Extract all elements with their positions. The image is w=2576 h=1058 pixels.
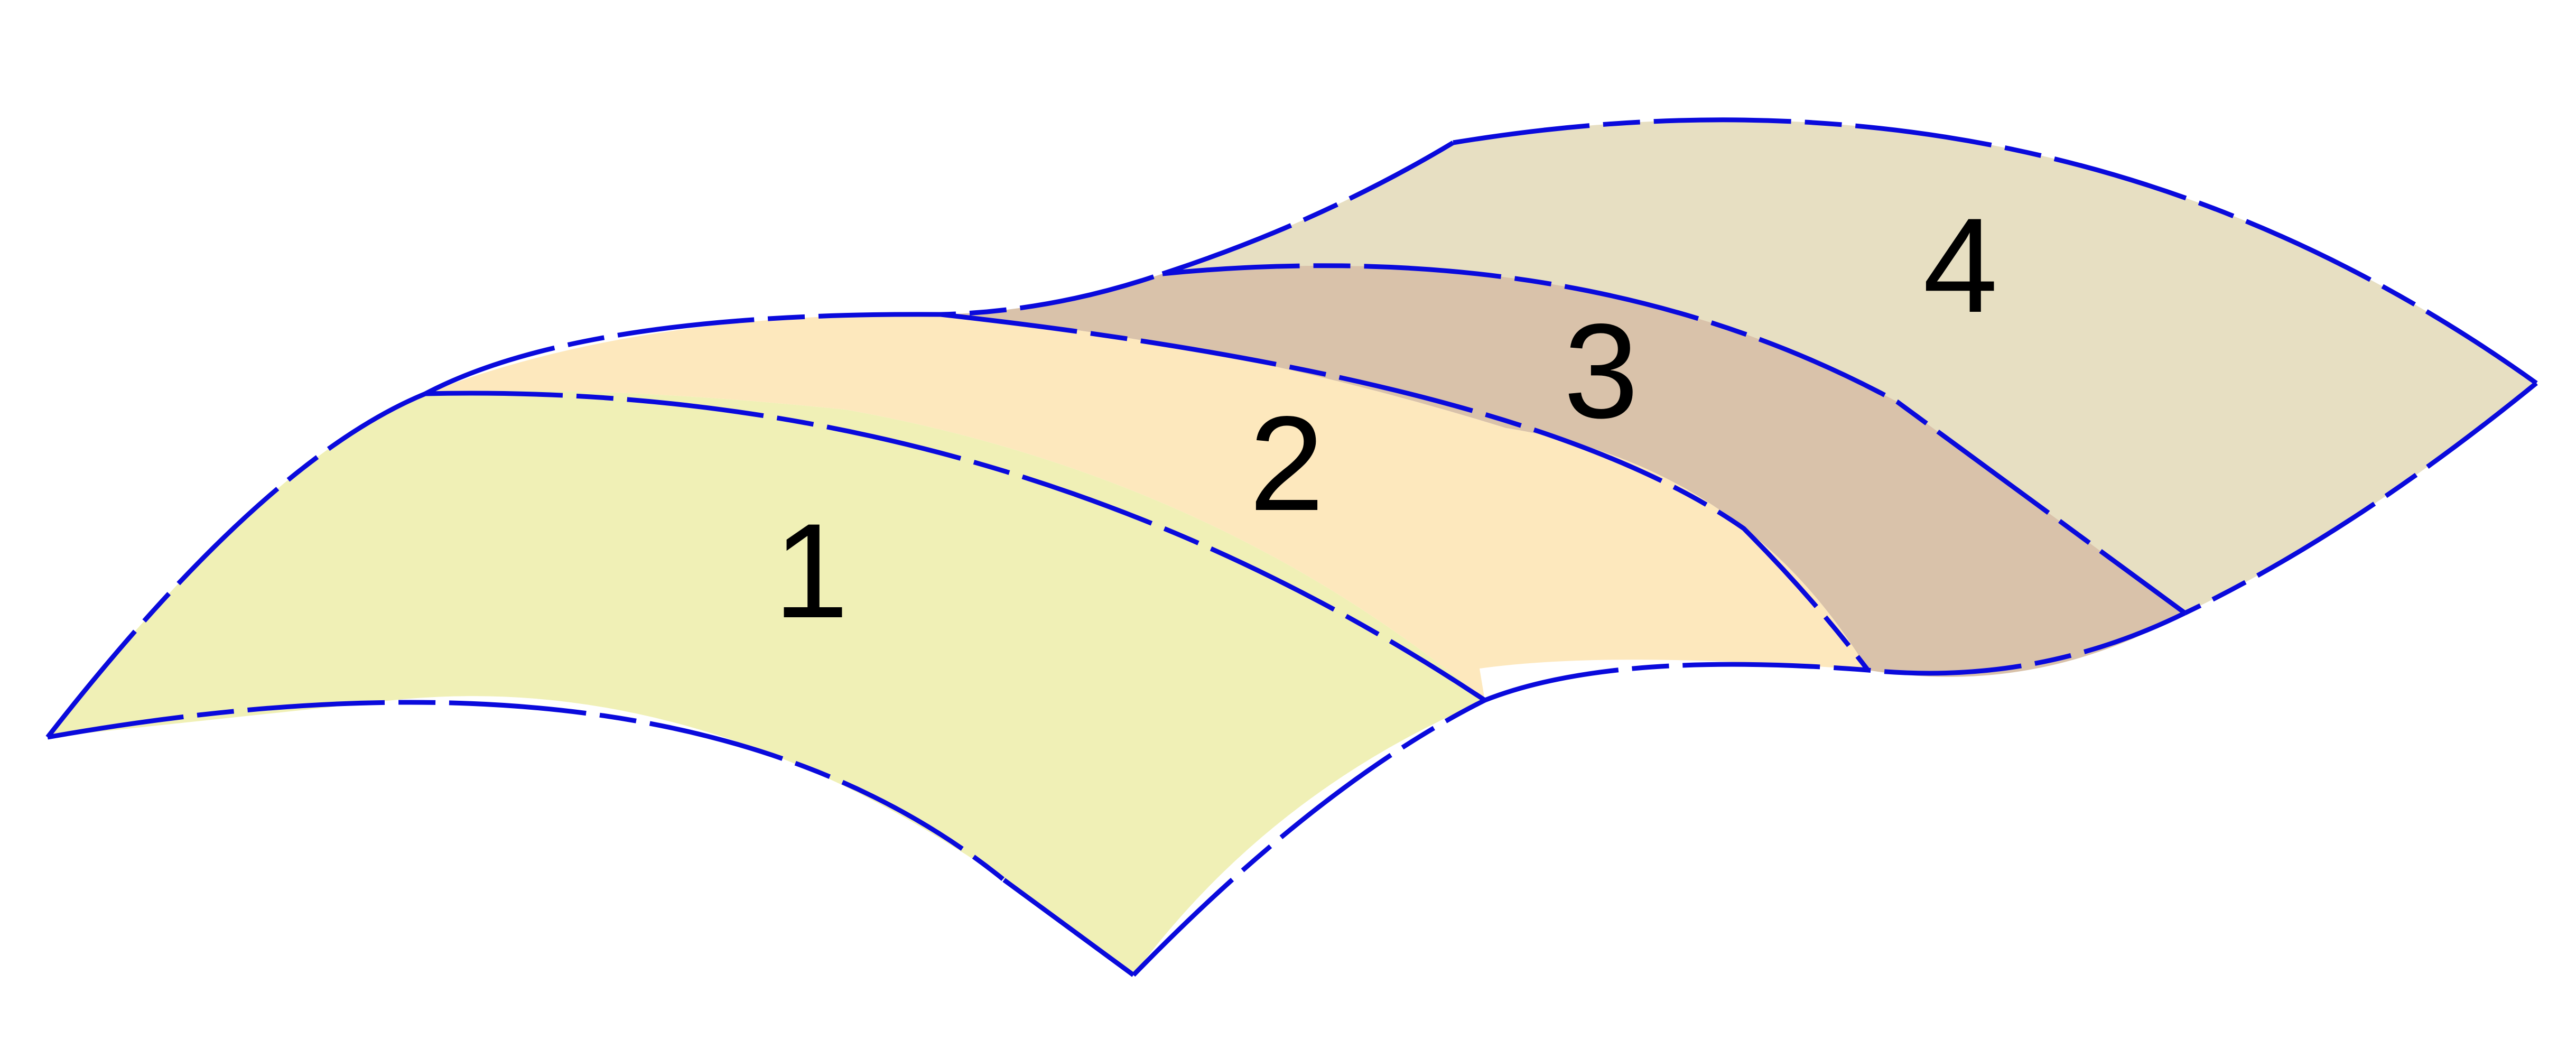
edge-1-right: [1131, 698, 1486, 977]
edge-2-top: [424, 271, 1164, 396]
edge-1-bottom: [47, 700, 1006, 882]
region-3-patch: [941, 265, 2185, 677]
edge-4-top-left: [1161, 141, 1455, 276]
region-2-label: 2: [1249, 388, 1324, 539]
edge-3-4: [1162, 263, 2187, 615]
edge-1-bottom-corner: [1002, 878, 1135, 977]
edge-4-top: [1453, 117, 2538, 385]
region-3-label: 3: [1564, 296, 1639, 447]
region-4-label: 4: [1923, 190, 1998, 341]
region-1-patch: [48, 391, 1485, 976]
edge-2-bottom: [1484, 610, 2186, 703]
boundary-curves: [45, 117, 2538, 977]
edge-1-2: [425, 391, 1486, 702]
region-4-patch: [1163, 119, 2536, 613]
region-2-patch: [425, 314, 1868, 700]
edge-2-3: [940, 312, 1870, 672]
edge-1-left: [45, 391, 426, 739]
region-1-label: 1: [774, 496, 849, 646]
edge-4-right: [2184, 381, 2538, 616]
